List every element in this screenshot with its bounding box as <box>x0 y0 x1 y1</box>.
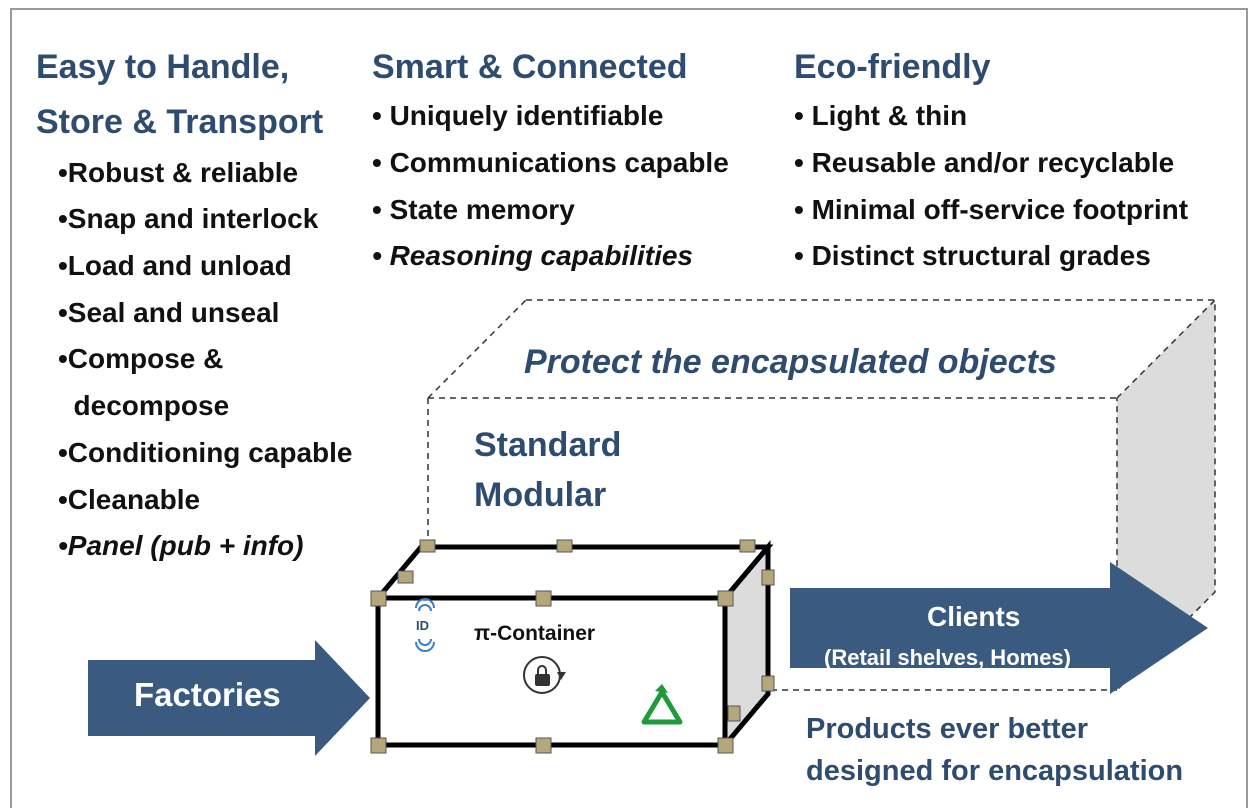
handle-item: •Cleanable <box>58 484 201 515</box>
smart-item: • Reasoning capabilities <box>372 240 694 271</box>
handle-item: •Snap and interlock <box>58 203 319 234</box>
handle-heading-line1: Easy to Handle, <box>36 48 290 86</box>
handle-item: •Panel (pub + info) <box>58 530 304 561</box>
products-line2: designed for encapsulation <box>806 755 1184 787</box>
clients-arrow <box>790 562 1208 694</box>
handle-item: •Seal and unseal <box>58 297 280 328</box>
eco-item: • Distinct structural grades <box>794 240 1151 271</box>
smart-heading: Smart & Connected <box>372 48 688 86</box>
clients-label: Clients <box>927 601 1021 632</box>
handle-item: decompose <box>58 390 230 421</box>
lock-cycle-icon <box>523 656 566 694</box>
handle-item: •Robust & reliable <box>58 157 299 188</box>
handle-item: •Load and unload <box>58 250 292 281</box>
pi-container-label: π-Container <box>474 622 596 645</box>
products-line1: Products ever better <box>806 713 1089 745</box>
modular-label: Modular <box>474 476 607 514</box>
diagram-frame <box>10 8 1248 808</box>
pi-container-box <box>370 539 775 754</box>
corner-blocks <box>370 539 775 754</box>
standard-label: Standard <box>474 426 622 464</box>
recycle-icon <box>641 684 683 725</box>
smart-item: • Uniquely identifiable <box>372 100 664 131</box>
smart-item: • Communications capable <box>372 147 729 178</box>
clients-sublabel: (Retail shelves, Homes) <box>824 645 1071 670</box>
rfid-signal-icon <box>415 598 435 652</box>
handle-item: •Conditioning capable <box>58 437 353 468</box>
factories-label: Factories <box>134 676 281 713</box>
eco-item: • Light & thin <box>794 100 968 131</box>
eco-item: • Reusable and/or recyclable <box>794 147 1175 178</box>
factories-arrow <box>88 640 370 756</box>
handle-heading-line2: Store & Transport <box>36 103 324 141</box>
smart-item: • State memory <box>372 194 575 225</box>
eco-heading: Eco-friendly <box>794 48 991 86</box>
eco-item: • Minimal off-service footprint <box>794 194 1189 225</box>
handle-item: •Compose & <box>58 343 224 374</box>
id-label: ID <box>416 618 429 633</box>
protect-label: Protect the encapsulated objects <box>524 343 1057 381</box>
